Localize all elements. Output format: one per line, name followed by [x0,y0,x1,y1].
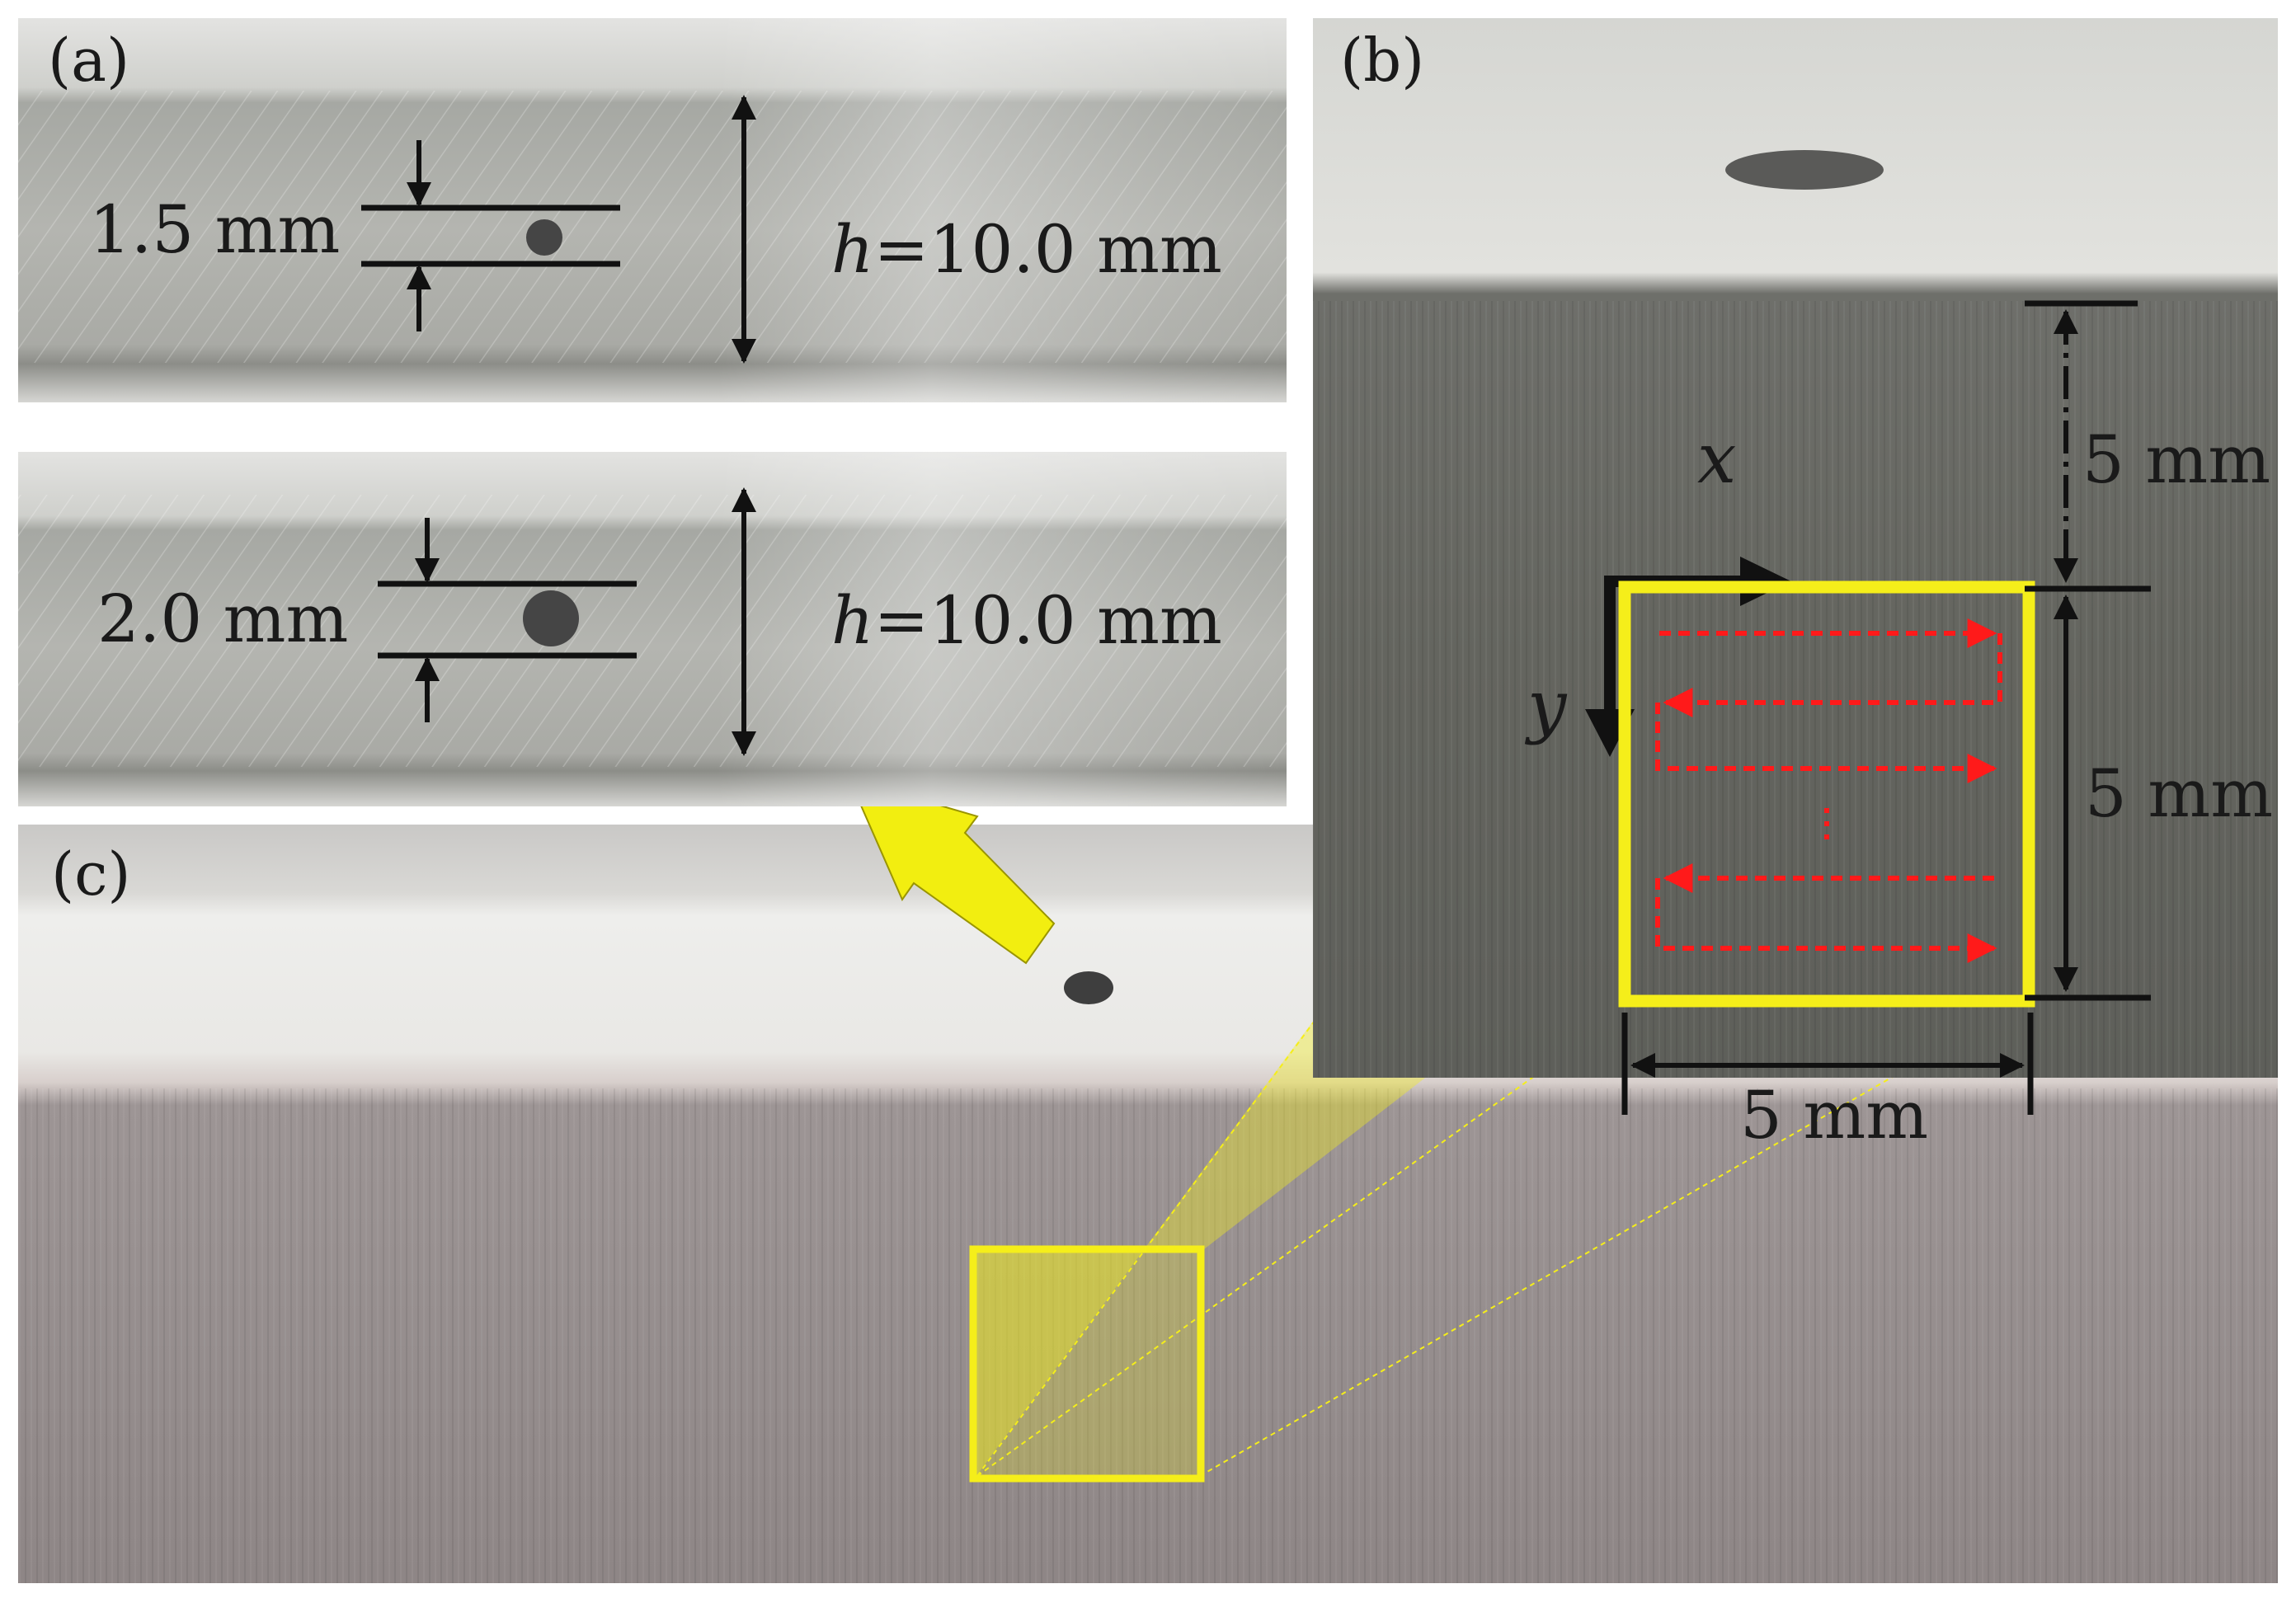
scan-path [1655,618,2002,963]
scan-turn-1 [1663,633,2002,717]
zoom-guide-line-3 [1199,993,2038,1477]
panel-b-label: (b) [1340,26,1424,95]
panel-a-lower: 2.0 mm h=10.0 mm [18,452,1287,806]
dim-top-label: 5 mm [2082,421,2270,498]
panel-c-label: (c) [51,839,131,909]
scan-turn-n [1655,878,1997,963]
defect-hole-upper [526,219,562,256]
panel-c-texture [18,1088,2278,1583]
pointer-arrow [848,778,1056,965]
panel-a-label: (a) [48,26,129,95]
scan-turn-2 [1655,703,1997,783]
height-label-upper: h=10.0 mm [831,211,1222,288]
defect-hole-lower [523,590,579,646]
strip-shine-upper [18,18,1287,402]
scan-region-box [969,1245,1205,1483]
axis-y-label: y [1524,665,1568,746]
height-label-lower: h=10.0 mm [831,582,1222,659]
panel-a-upper: (a) 1.5 mm h=10.0 mm [18,18,1287,402]
gap-label-lower: 2.0 mm [97,580,348,657]
scan-region-frame [1618,580,2035,1008]
panel-b-hole [1725,150,1884,190]
gap-label-upper: 1.5 mm [89,191,340,268]
panel-b: (b) x y 5 mm 5 mm 5 mm [1313,18,2278,1154]
dim-right-label: 5 mm [2085,755,2273,832]
dim-bottom-label: 5 mm [1740,1077,1928,1154]
panel-c-hole [1064,971,1113,1004]
panel-b-texture [1313,301,2278,1078]
axis-x-label: x [1697,418,1736,499]
strip-shine-lower [18,452,1287,806]
